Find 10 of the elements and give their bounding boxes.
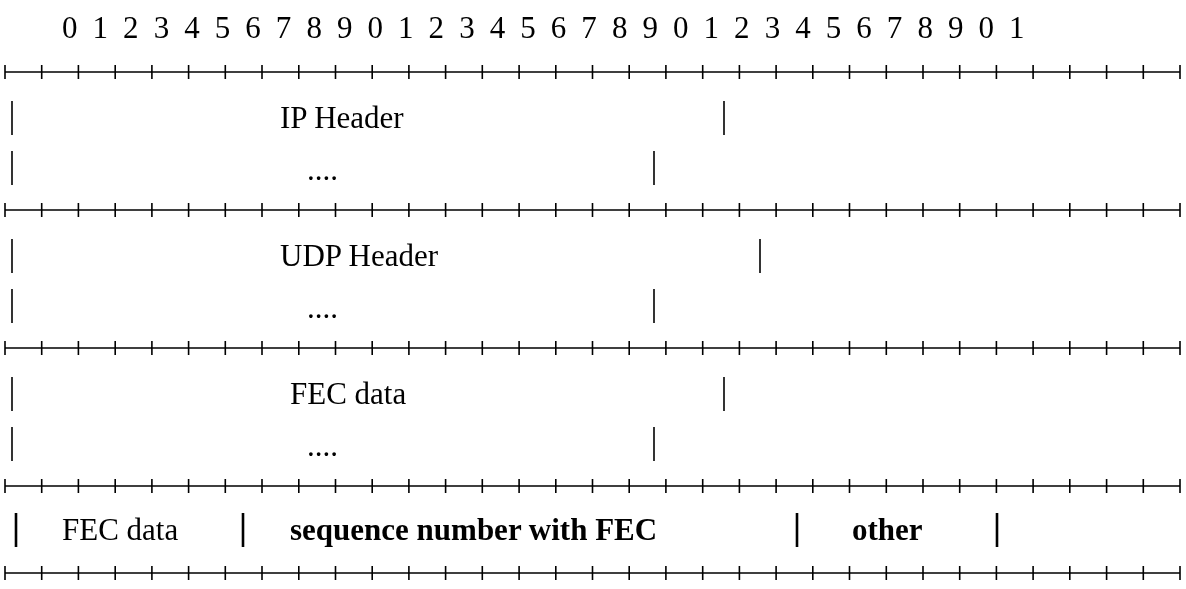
bit-number-ruler: 0 1 2 3 4 5 6 7 8 9 0 1 2 3 4 5 6 7 8 9 0 1 2 3 4 5 6 7 8 9 0 1 [62, 12, 1025, 43]
field-name: other [852, 514, 923, 545]
ellipsis-text: .... [307, 292, 338, 323]
field-name: IP Header [280, 102, 404, 133]
field-name: sequence number with FEC [290, 514, 658, 545]
field-name: FEC data [62, 514, 179, 545]
field-name: FEC data [290, 378, 407, 409]
ellipsis-text: .... [307, 154, 338, 185]
field-name: UDP Header [280, 240, 439, 271]
ellipsis-text: .... [307, 430, 338, 461]
